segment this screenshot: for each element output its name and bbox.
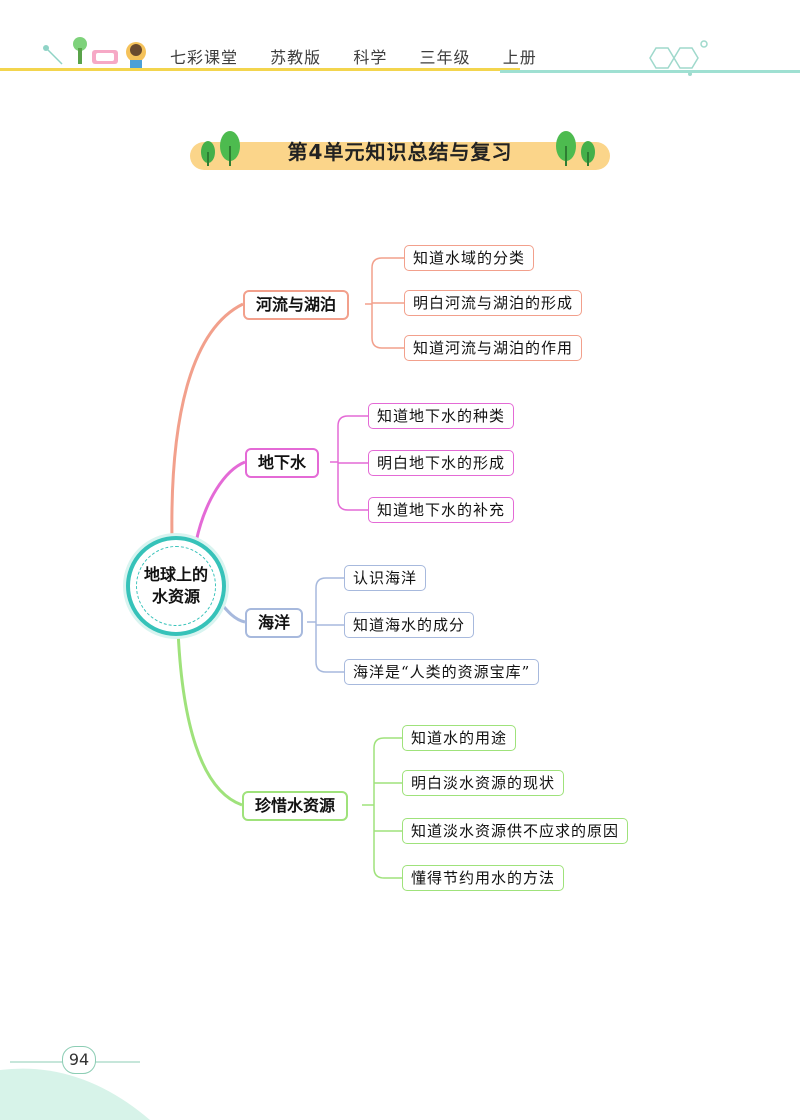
leaf-item: 海洋是“人类的资源宝库” xyxy=(344,659,540,685)
branch-ocean: 海洋 xyxy=(245,608,304,638)
mindmap-center-node: 地球上的 水资源 xyxy=(126,536,226,636)
leaf-item: 认识海洋 xyxy=(344,565,427,591)
leaf-item: 明白地下水的形成 xyxy=(368,450,515,476)
center-line-1: 地球上的 xyxy=(143,565,208,584)
leaf-item: 知道海水的成分 xyxy=(344,612,475,638)
center-node-inner-ring: 地球上的 水资源 xyxy=(136,546,216,626)
leaf-item: 知道地下水的种类 xyxy=(368,403,515,429)
leaf-item: 知道水域的分类 xyxy=(404,245,535,271)
tree-icon xyxy=(201,131,240,166)
header-rule-teal xyxy=(500,70,800,73)
branch-groundwater: 地下水 xyxy=(245,448,320,478)
leaf-item: 知道水的用途 xyxy=(402,725,517,751)
header-rule-yellow xyxy=(0,68,520,71)
page-header: 七彩课堂 苏教版 科学 三年级 上册 xyxy=(0,0,800,90)
header-title: 七彩课堂 苏教版 科学 三年级 上册 xyxy=(170,48,537,67)
leaf-item: 知道地下水的补充 xyxy=(368,497,515,523)
branch-rivers-lakes: 河流与湖泊 xyxy=(243,290,350,320)
leaf-item: 知道淡水资源供不应求的原因 xyxy=(402,818,629,844)
leaf-item: 懂得节约用水的方法 xyxy=(402,865,565,891)
tree-icon xyxy=(556,131,595,166)
branch-cherish-water: 珍惜水资源 xyxy=(242,791,349,821)
unit-title: 第4单元知识总结与复习 xyxy=(287,140,513,164)
center-node-text: 地球上的 水资源 xyxy=(144,564,208,608)
unit-title-banner: 第4单元知识总结与复习 xyxy=(190,128,610,174)
series-logo-icon xyxy=(43,37,146,68)
page-number: 94 xyxy=(62,1046,96,1074)
leaf-item: 明白河流与湖泊的形成 xyxy=(404,290,583,316)
hexagon-decoration-icon xyxy=(649,40,708,76)
leaf-item: 知道河流与湖泊的作用 xyxy=(404,335,583,361)
banner-background xyxy=(190,142,610,170)
center-line-2: 水资源 xyxy=(151,587,200,606)
leaf-item: 明白淡水资源的现状 xyxy=(402,770,565,796)
